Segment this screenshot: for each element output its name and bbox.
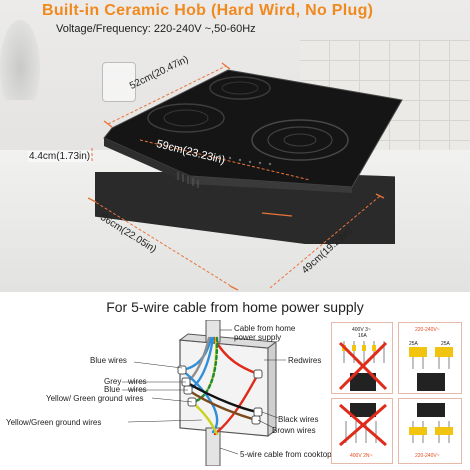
voltage-frequency: Voltage/Frequency: 220-240V ~,50-60Hz: [56, 23, 256, 35]
panel-bottom-right-schematic: [409, 403, 453, 443]
label-yg-ground-2: Yellow/Green ground wires: [6, 418, 102, 427]
burner-back-left: [209, 76, 271, 100]
product-photo: Built-in Ceramic Hob (Hard Wird, No Plug…: [0, 0, 470, 292]
schematic-panel-bottom-right: 220-240V~: [398, 398, 462, 464]
panel-top-left-schematic: [338, 341, 388, 391]
label-wires-2: wires: [128, 385, 147, 394]
burner-right-mid: [267, 126, 333, 154]
dimension-markers: [87, 62, 385, 291]
panel-top-right-amp-1: 25A: [409, 341, 418, 347]
touch-controls: [218, 154, 272, 166]
hob-vents: [177, 172, 199, 188]
label-wires-1: wires: [128, 377, 147, 386]
panel-top-right-voltage: 220-240V~: [415, 327, 440, 333]
product-title: Built-in Ceramic Hob (Hard Wird, No Plug…: [42, 2, 374, 19]
panel-bottom-right-voltage: 220-240V~: [415, 453, 440, 459]
burner-front-left-inner: [163, 109, 209, 127]
panel-top-right-amp-2: 25A: [441, 341, 450, 347]
label-cable-cooktop: 5-wire cable from cooktop: [240, 450, 332, 459]
wiring-heading: For 5-wire cable from home power supply: [106, 299, 364, 315]
hob-front-edge: [104, 138, 190, 184]
burner-right-inner: [283, 133, 317, 147]
panel-top-right-schematic: [409, 347, 453, 391]
hob-side-edge: [190, 176, 352, 193]
burner-right-outer: [251, 119, 349, 161]
burner-front-left: [147, 103, 225, 133]
label-blue-wires: Blue wires: [90, 356, 127, 365]
junction-box-diagram: [122, 320, 286, 466]
hob-glass-top: [103, 69, 403, 188]
panel-bottom-left-voltage: 400V 2N~: [350, 453, 373, 459]
leader-lines: [122, 329, 286, 455]
dimension-lines: [91, 65, 381, 289]
panel-top-left-voltage: 400V 3~: [352, 327, 371, 333]
wiring-diagram: Cable from home power supply Blue wires …: [6, 320, 464, 466]
dimension-height: 4.4cm(1.73in): [28, 151, 92, 162]
panel-bottom-left-schematic: [339, 403, 387, 447]
cutout-glint: [261, 212, 293, 217]
label-brown-wires: Brown wires: [272, 426, 316, 435]
schematic-panel-bottom-left: 400V 2N~: [331, 398, 393, 464]
label-yg-ground-1: Yellow/ Green ground wires: [46, 394, 144, 403]
label-cable-home-2: power supply: [234, 333, 282, 342]
label-grey: Grey: [104, 377, 122, 386]
background-plant: [0, 20, 40, 100]
panel-top-left-amp: 16A: [358, 333, 367, 339]
schematic-panel-top-right: 220-240V~ 25A 25A: [398, 322, 462, 394]
measuring-jar: [102, 62, 136, 102]
label-red-wires: Redwires: [288, 356, 322, 365]
label-cable-home-1: Cable from home: [234, 324, 296, 333]
burner-back-left-inner: [221, 81, 259, 95]
ceramic-hob-illustration: [87, 62, 403, 291]
label-blue: Blue: [104, 385, 121, 394]
label-black-wires: Black wires: [278, 415, 319, 424]
schematic-panel-top-left: 400V 3~ 16A: [331, 322, 393, 394]
junction-box-side: [267, 341, 277, 437]
